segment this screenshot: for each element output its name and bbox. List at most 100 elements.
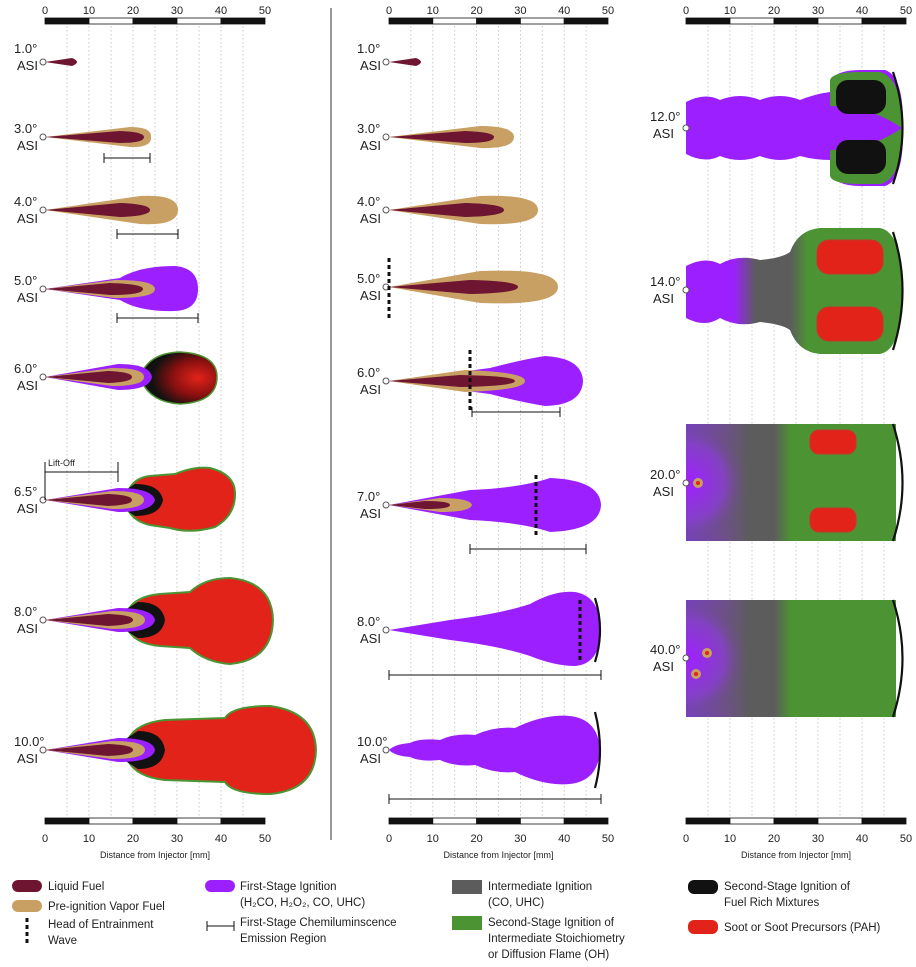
asi-label: ASI [360, 751, 381, 766]
axis-tick-label: 10 [427, 5, 439, 17]
legend-rich-label-2: Fuel Rich Mixtures [724, 897, 819, 909]
scale-bar-segment [89, 18, 133, 24]
crank-angle-label: 8.0° [357, 614, 380, 629]
legend-liquid-label: Liquid Fuel [48, 881, 104, 893]
scale-bar-segment [389, 18, 433, 24]
legend-inter-label-2: (CO, UHC) [488, 897, 544, 909]
axis-tick-label: 50 [602, 833, 614, 845]
axis-tick-label: 20 [470, 833, 482, 845]
scale-bar-segment [45, 818, 89, 824]
legend-soot-label: Soot or Soot Precursors (PAH) [724, 922, 881, 934]
spray-shapes: Lift-Off [40, 58, 903, 804]
axis-tick-label: 20 [768, 5, 780, 17]
axis-tick-label: 40 [215, 833, 227, 845]
crank-angle-label: 40.0° [650, 642, 681, 657]
spray-col1-3deg [45, 127, 151, 147]
scale-bar-segment [177, 818, 221, 824]
crank-angle-label: 4.0° [14, 194, 37, 209]
axis-tick-label: 40 [856, 5, 868, 17]
spray-col2-7deg [389, 478, 601, 532]
axis-tick-label: 20 [127, 5, 139, 17]
axis-tick-label: 10 [427, 833, 439, 845]
scale-bar-segment [433, 818, 477, 824]
legend-soot-swatch [688, 920, 718, 934]
scale-bar-segment [133, 18, 177, 24]
legend-inter-label-1: Intermediate Ignition [488, 881, 592, 893]
scale-bar-segment [520, 818, 564, 824]
crank-angle-label: 10.0° [357, 734, 388, 749]
asi-label: ASI [653, 484, 674, 499]
crank-angle-label: 14.0° [650, 274, 681, 289]
legend-first-swatch [205, 880, 235, 892]
axis-tick-label: 20 [768, 833, 780, 845]
legend-vapor-swatch [12, 900, 42, 912]
crank-angle-label: 20.0° [650, 467, 681, 482]
asi-label: ASI [17, 751, 38, 766]
spray-col3-40deg [686, 600, 896, 717]
axis-tick-label: 0 [683, 833, 689, 845]
axis-tick-label: 0 [42, 5, 48, 17]
scale-bar-segment [221, 18, 265, 24]
asi-label: ASI [360, 382, 381, 397]
scale-bar-segment [221, 818, 265, 824]
asi-label: ASI [360, 138, 381, 153]
axis-tick-label: 30 [514, 5, 526, 17]
crank-angle-label: 3.0° [357, 121, 380, 136]
asi-label: ASI [360, 211, 381, 226]
axis-tick-label: 30 [514, 833, 526, 845]
axis-tick-label: 30 [812, 833, 824, 845]
crank-angle-label: 4.0° [357, 194, 380, 209]
legend-rich-label-1: Second-Stage Ignition of [724, 881, 851, 893]
asi-label: ASI [360, 58, 381, 73]
spray-col2-3deg [389, 126, 514, 148]
spray-col2-8deg [389, 592, 601, 666]
axis-tick-label: 0 [42, 833, 48, 845]
scale-bar-segment [730, 18, 774, 24]
axis-tick-label: 10 [724, 833, 736, 845]
spray-col3-12deg [686, 70, 903, 186]
legend-second-label-3: or Diffusion Flame (OH) [488, 949, 609, 961]
scale-bar-segment [477, 18, 521, 24]
axis-tick-label: 0 [386, 833, 392, 845]
spray-col3-14deg [686, 228, 903, 354]
asi-label: ASI [17, 378, 38, 393]
scale-bar-segment [774, 18, 818, 24]
axis-title: Distance from Injector [mm] [443, 850, 553, 860]
scale-bar-segment [520, 18, 564, 24]
scale-bar-segment [133, 818, 177, 824]
crank-angle-label: 1.0° [14, 41, 37, 56]
asi-label: ASI [360, 631, 381, 646]
spray-col1-1deg [45, 58, 77, 66]
axis-tick-label: 50 [900, 5, 912, 17]
legend-chemi-label-1: First-Stage Chemiluminscence [240, 917, 397, 929]
scale-bar-segment [389, 818, 433, 824]
spray-col1-6-5deg [45, 468, 235, 531]
crank-angle-label: 6.0° [357, 365, 380, 380]
scale-bar-segment [477, 818, 521, 824]
legend-first-label-2: (H₂CO, H₂O₂, CO, UHC) [240, 897, 365, 909]
axis-tick-label: 20 [470, 5, 482, 17]
scale-bar-segment [564, 818, 608, 824]
asi-label: ASI [17, 501, 38, 516]
axis-tick-label: 50 [259, 5, 271, 17]
crank-angle-label: 5.0° [357, 271, 380, 286]
legend-head-label-1: Head of Entrainment [48, 919, 154, 931]
scale-bar-segment [89, 818, 133, 824]
asi-label: ASI [17, 290, 38, 305]
legend-second-label-2: Intermediate Stoichiometry [488, 933, 625, 945]
legend-vapor-label: Pre-ignition Vapor Fuel [48, 901, 165, 913]
spray-col1-4deg [45, 196, 178, 224]
axis-tick-label: 0 [683, 5, 689, 17]
scale-bar-segment [862, 18, 906, 24]
scale-bar-segment [730, 818, 774, 824]
axis-tick-label: 40 [558, 5, 570, 17]
spray-col2-10deg [389, 716, 600, 785]
spray-col2-6deg [389, 356, 583, 406]
scale-bar-segment [177, 18, 221, 24]
legend-second-label-1: Second-Stage Ignition of [488, 917, 615, 929]
axis-tick-label: 0 [386, 5, 392, 17]
scale-bar-segment [45, 18, 89, 24]
crank-angle-label: 8.0° [14, 604, 37, 619]
axis-tick-label: 10 [724, 5, 736, 17]
